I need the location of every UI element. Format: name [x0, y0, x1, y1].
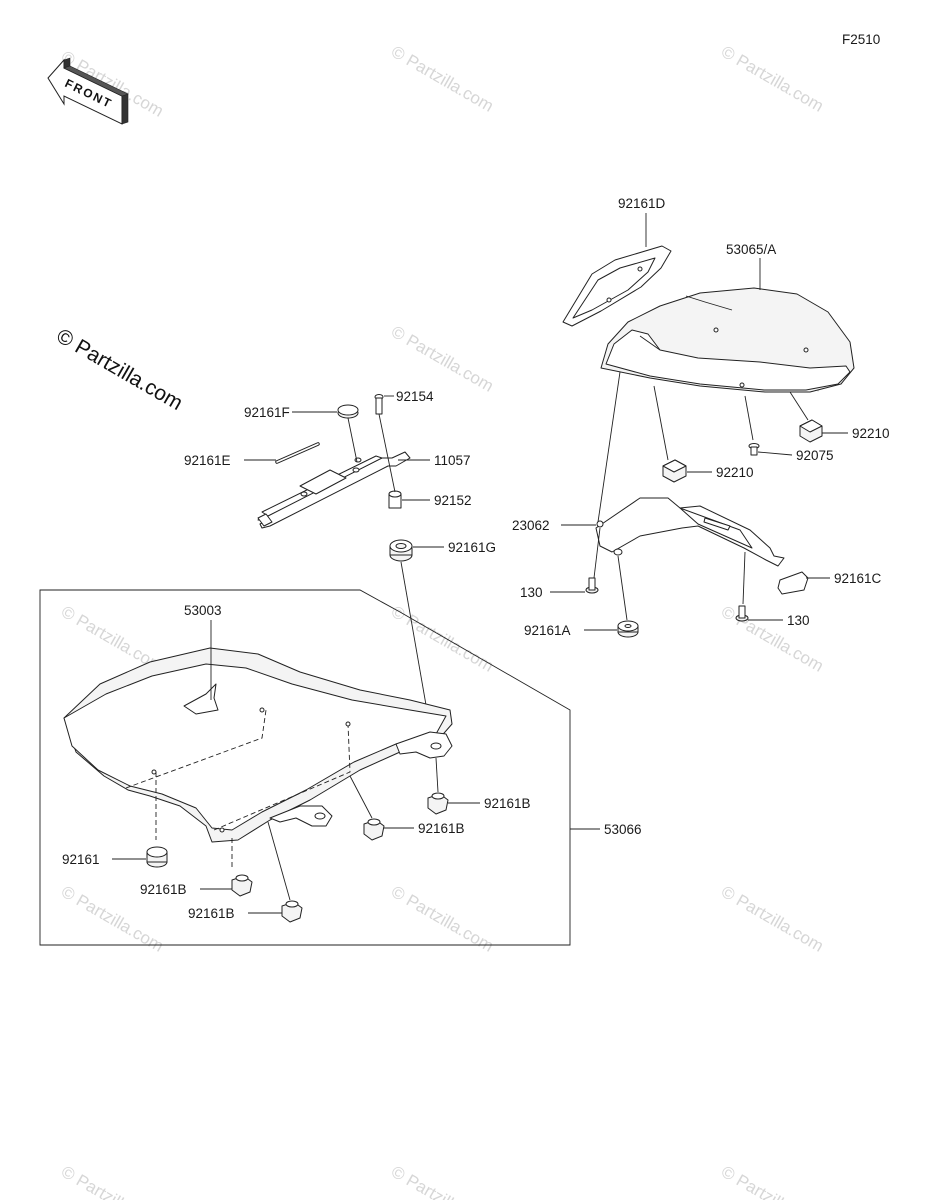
- screw-92075: [748, 443, 760, 456]
- damper-92161B-2: [363, 818, 385, 841]
- watermark: © Partzilla.com: [388, 322, 497, 396]
- watermark: © Partzilla.com: [718, 1162, 827, 1200]
- damper-92161: [146, 846, 168, 868]
- label-92161: 92161: [62, 852, 100, 867]
- label-92161E: 92161E: [184, 453, 231, 468]
- watermark: © Partzilla.com: [718, 602, 827, 676]
- watermark: © Partzilla.com: [388, 42, 497, 116]
- label-92152: 92152: [434, 493, 472, 508]
- label-23062: 23062: [512, 518, 550, 533]
- watermark: © Partzilla.com: [718, 882, 827, 956]
- label-11057: 11057: [434, 453, 471, 468]
- bolt-130-right: [735, 605, 749, 622]
- label-92161A: 92161A: [524, 623, 571, 638]
- bracket-11057: [257, 451, 411, 529]
- clip-92210-right: [799, 419, 823, 443]
- label-53065A: 53065/A: [726, 242, 776, 257]
- label-92161C: 92161C: [834, 571, 882, 586]
- label-92075: 92075: [796, 448, 834, 463]
- callout-labels: 92161D 53065/A 92154 92161F 11057 92161E…: [62, 196, 890, 921]
- watermark-layer: © Partzilla.com © Partzilla.com © Partzi…: [58, 42, 827, 1200]
- bolt-130-left: [585, 577, 599, 594]
- rider-seat-53003: [63, 647, 453, 870]
- watermark: © Partzilla.com: [388, 1162, 497, 1200]
- damper-92161B-4: [281, 900, 303, 923]
- pad-92161C: [777, 571, 809, 595]
- watermark: © Partzilla.com: [718, 42, 827, 116]
- washer-92161A: [617, 620, 639, 638]
- bracket-23062-assembly: [585, 497, 809, 638]
- kit-box-53066: [39, 589, 571, 946]
- label-92161G: 92161G: [448, 540, 496, 555]
- bracket-23062: [595, 497, 785, 567]
- label-92161F: 92161F: [244, 405, 290, 420]
- label-92210-left: 92210: [716, 465, 754, 480]
- label-130-right: 130: [787, 613, 810, 628]
- label-92161B-2: 92161B: [418, 821, 465, 836]
- spacer-92152: [388, 490, 402, 509]
- seat-cowl-assembly: [562, 245, 855, 523]
- label-53003: 53003: [184, 603, 222, 618]
- label-53066: 53066: [604, 822, 642, 837]
- label-92161B-3: 92161B: [140, 882, 187, 897]
- watermark: © Partzilla.com: [58, 1162, 167, 1200]
- damper-92161B-1: [427, 792, 449, 815]
- clip-92210-left: [662, 459, 687, 483]
- label-92154: 92154: [396, 389, 434, 404]
- watermark: © Partzilla.com: [388, 602, 497, 676]
- label-92210-right: 92210: [852, 426, 890, 441]
- leader-lines: [112, 213, 848, 914]
- label-92161B-4: 92161B: [188, 906, 235, 921]
- label-92161D: 92161D: [618, 196, 666, 211]
- bolt-92154: [374, 394, 384, 415]
- seat-bracket-assembly: [257, 394, 434, 746]
- damper-92161G: [389, 539, 413, 562]
- label-92161B-1: 92161B: [484, 796, 531, 811]
- figure-code: F2510: [842, 32, 880, 47]
- damper-92161B-3: [231, 874, 253, 897]
- label-130-left: 130: [520, 585, 543, 600]
- watermark-dark: © Partzilla.com: [53, 324, 187, 415]
